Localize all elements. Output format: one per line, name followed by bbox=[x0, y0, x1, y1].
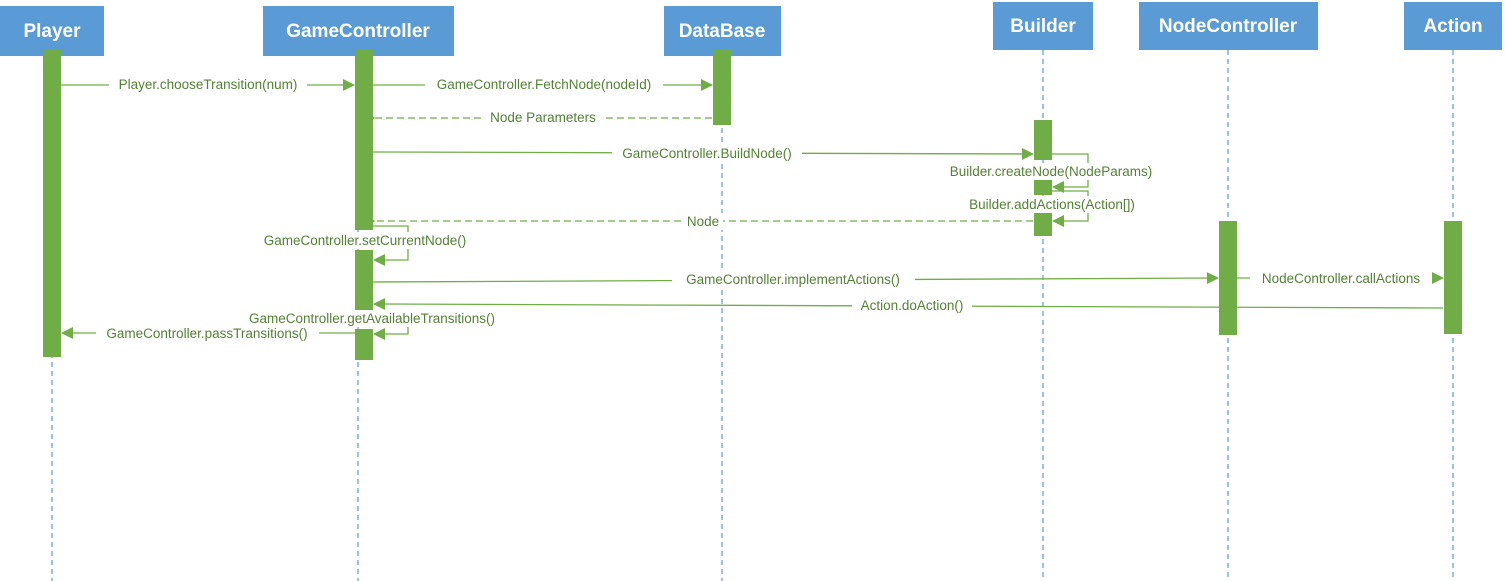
message-implement-actions: GameController.implementActions() bbox=[372, 271, 1219, 288]
message-pass-transitions: GameController.passTransitions() bbox=[61, 325, 355, 342]
message-add-actions: Builder.addActions(Action[]) bbox=[957, 190, 1147, 227]
message-call-actions: NodeController.callActions bbox=[1237, 270, 1444, 287]
message-get-available-transitions: GameController.getAvailableTransitions() bbox=[236, 310, 508, 340]
return-node-parameters: Node Parameters bbox=[374, 110, 712, 127]
activation-nodecontroller bbox=[1219, 221, 1237, 335]
actor-nodecontroller-label: NodeController bbox=[1159, 16, 1298, 37]
actor-action-label: Action bbox=[1423, 16, 1482, 37]
actor-database-label: DataBase bbox=[679, 21, 766, 42]
activation-player bbox=[43, 50, 61, 357]
activation-action bbox=[1444, 221, 1462, 334]
message-pass-transitions-label: GameController.passTransitions() bbox=[106, 326, 307, 341]
actor-gamecontroller-label: GameController bbox=[286, 21, 430, 42]
actor-player-label: Player bbox=[23, 21, 81, 42]
actor-builder-label: Builder bbox=[1010, 16, 1076, 37]
message-create-node-label: Builder.createNode(NodeParams) bbox=[950, 164, 1153, 179]
activation-builder-3 bbox=[1034, 213, 1052, 236]
activation-builder-1 bbox=[1034, 120, 1052, 160]
actor-action: Action bbox=[1404, 2, 1502, 50]
activation-builder-2 bbox=[1034, 180, 1052, 195]
actor-builder: Builder bbox=[993, 2, 1093, 50]
message-call-actions-label: NodeController.callActions bbox=[1262, 271, 1421, 286]
message-add-actions-label: Builder.addActions(Action[]) bbox=[969, 197, 1135, 212]
actor-nodecontroller: NodeController bbox=[1139, 2, 1318, 50]
return-node-parameters-label: Node Parameters bbox=[490, 110, 596, 125]
message-do-action: Action.doAction() bbox=[373, 297, 1444, 314]
actor-player: Player bbox=[0, 6, 104, 56]
return-node: Node bbox=[374, 213, 1033, 230]
message-build-node-label: GameController.BuildNode() bbox=[622, 146, 792, 161]
activation-gamecontroller-1 bbox=[355, 50, 373, 230]
return-node-label: Node bbox=[687, 214, 719, 229]
message-do-action-label: Action.doAction() bbox=[861, 298, 964, 313]
activation-database bbox=[713, 50, 731, 125]
activation-gamecontroller-3 bbox=[355, 329, 373, 360]
message-set-current-node: GameController.setCurrentNode() bbox=[258, 225, 472, 266]
message-fetch-node-label: GameController.FetchNode(nodeId) bbox=[437, 77, 652, 92]
message-build-node: GameController.BuildNode() bbox=[372, 145, 1034, 162]
message-choose-transition-label: Player.chooseTransition(num) bbox=[119, 77, 298, 92]
message-set-current-node-label: GameController.setCurrentNode() bbox=[264, 233, 467, 248]
message-fetch-node: GameController.FetchNode(nodeId) bbox=[373, 76, 713, 93]
actor-gamecontroller: GameController bbox=[263, 6, 454, 56]
message-create-node: Builder.createNode(NodeParams) bbox=[940, 153, 1162, 193]
message-choose-transition: Player.chooseTransition(num) bbox=[61, 76, 355, 93]
message-get-available-transitions-label: GameController.getAvailableTransitions() bbox=[249, 311, 495, 326]
actor-database: DataBase bbox=[664, 6, 781, 56]
activation-gamecontroller-2 bbox=[355, 250, 373, 310]
message-implement-actions-label: GameController.implementActions() bbox=[686, 272, 900, 287]
